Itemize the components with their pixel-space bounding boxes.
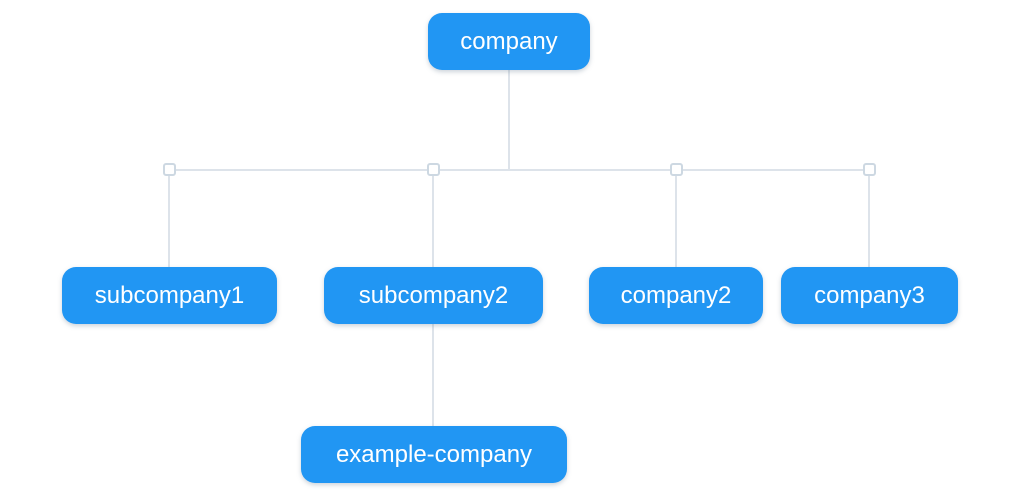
connector-handle-subcompany2[interactable] — [427, 163, 440, 176]
node-example-company[interactable]: example-company — [301, 426, 567, 483]
node-company2[interactable]: company2 — [589, 267, 763, 324]
node-company3[interactable]: company3 — [781, 267, 958, 324]
node-subcompany1-label: subcompany1 — [94, 281, 245, 309]
connector-drop-subcompany2 — [432, 169, 434, 267]
node-company-label: company — [460, 27, 558, 55]
connector-drop-company2 — [675, 169, 677, 267]
node-company[interactable]: company — [428, 13, 590, 70]
connector-root-drop-line — [508, 70, 510, 170]
node-company2-label: company2 — [620, 281, 732, 309]
node-subcompany1[interactable]: subcompany1 — [62, 267, 277, 324]
node-subcompany2[interactable]: subcompany2 — [324, 267, 543, 324]
connector-handle-subcompany1[interactable] — [163, 163, 176, 176]
connector-children-rail — [169, 169, 870, 171]
connector-drop-company3 — [868, 169, 870, 267]
node-example-company-label: example-company — [335, 440, 533, 468]
node-subcompany2-label: subcompany2 — [358, 281, 509, 309]
connector-handle-company3[interactable] — [863, 163, 876, 176]
connector-drop-subcompany1 — [168, 169, 170, 267]
connector-handle-company2[interactable] — [670, 163, 683, 176]
connector-subcompany2-to-example-company — [432, 324, 434, 426]
node-company3-label: company3 — [814, 281, 925, 309]
